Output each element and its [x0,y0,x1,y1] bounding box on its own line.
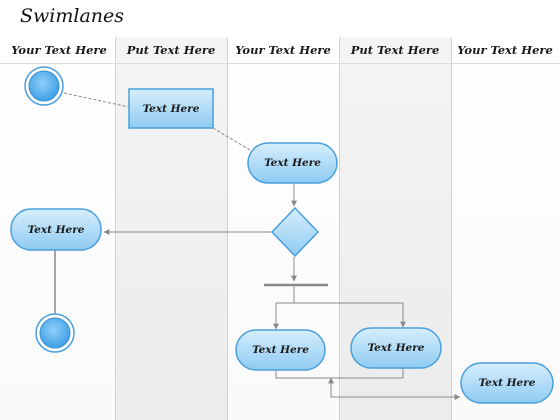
swimlane-5 [451,37,560,420]
header-divider [0,63,560,64]
lane-header-4: Put Text Here [350,43,440,57]
start-node [28,70,60,102]
lane-header-1: Your Text Here [11,43,107,57]
connector-start-to-rect [63,92,130,108]
connector-fork-to-right-branch [294,302,406,328]
action-node-end [460,362,554,404]
connector-fork-to-left-branch [273,285,295,330]
action-node-fork-right [350,327,442,369]
end-node [39,317,71,349]
connector-join-to-end-action [328,377,461,400]
lane-header-5: Your Text Here [457,43,553,57]
diagram-title: Swimlanes [20,5,125,27]
action-node-fork-left [235,329,326,371]
action-node-left [10,208,102,251]
action-node-1 [247,142,338,184]
lane-header-3: Your Text Here [235,43,331,57]
lane-header-2: Put Text Here [126,43,216,57]
action-rect [128,88,214,129]
connector-rect-to-action [212,127,251,151]
decision-diamond [270,206,320,258]
